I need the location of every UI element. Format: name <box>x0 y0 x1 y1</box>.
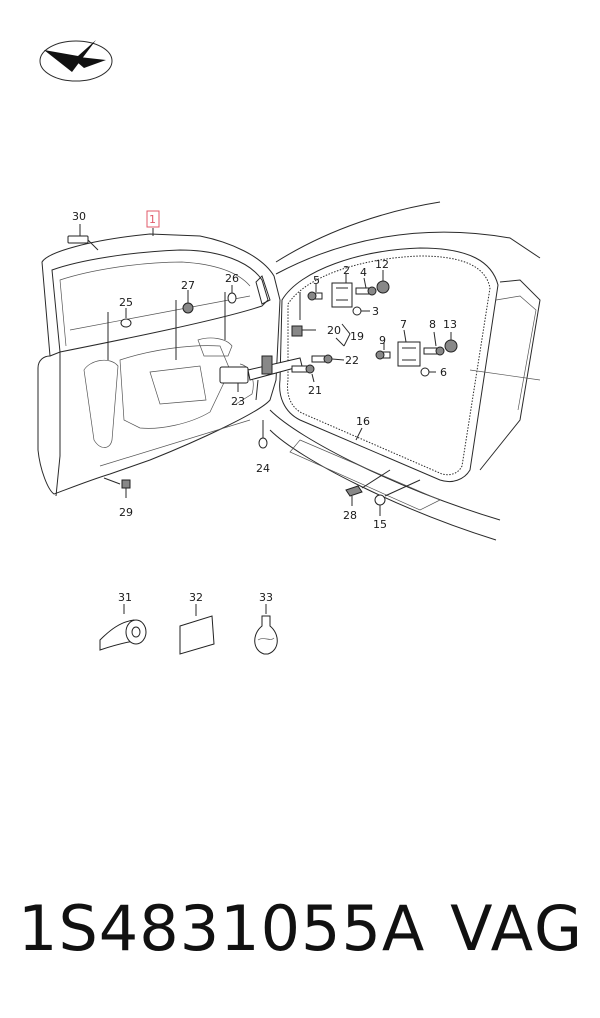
callout-13: 13 <box>443 318 457 331</box>
callout-23: 23 <box>231 395 245 408</box>
callout-31: 31 <box>118 591 132 604</box>
brand-name: VAG <box>450 892 584 965</box>
callout-15: 15 <box>373 518 387 531</box>
pad-sheet-icon <box>179 604 215 655</box>
callout-6: 6 <box>440 366 447 379</box>
callout-24: 24 <box>256 462 270 475</box>
callout-3: 3 <box>372 305 379 318</box>
door-outline <box>37 233 281 497</box>
callout-21: 21 <box>308 384 322 397</box>
callout-4: 4 <box>360 266 367 279</box>
callout-1: 1 <box>149 213 156 226</box>
callout-26: 26 <box>225 272 239 285</box>
callout-labels: 1 2 3 4 5 6 7 8 9 12 13 15 16 19 20 21 2… <box>72 210 457 604</box>
callout-32: 32 <box>189 591 203 604</box>
callout-20: 20 <box>327 324 341 337</box>
car-body-outline <box>269 201 541 541</box>
callout-30: 30 <box>72 210 86 223</box>
callout-29: 29 <box>119 506 133 519</box>
callout-25: 25 <box>119 296 133 309</box>
tape-roll-icon <box>99 604 147 651</box>
callout-2: 2 <box>343 264 350 277</box>
callout-27: 27 <box>181 279 195 292</box>
callout-5: 5 <box>313 274 320 287</box>
callout-19: 19 <box>350 330 364 343</box>
callout-22: 22 <box>345 354 359 367</box>
check-plane-logo-icon <box>39 40 113 82</box>
part-number: 1S4831055A <box>18 892 426 965</box>
exploded-parts-diagram: 1 2 3 4 5 6 7 8 9 12 13 15 16 19 20 21 2… <box>37 40 541 655</box>
callout-7: 7 <box>400 318 407 331</box>
callout-8: 8 <box>429 318 436 331</box>
callout-33: 33 <box>259 591 273 604</box>
callout-12: 12 <box>375 258 389 271</box>
callout-9: 9 <box>379 334 386 347</box>
callout-28: 28 <box>343 509 357 522</box>
callout-16: 16 <box>356 415 370 428</box>
adhesive-bottle-icon <box>254 604 278 655</box>
